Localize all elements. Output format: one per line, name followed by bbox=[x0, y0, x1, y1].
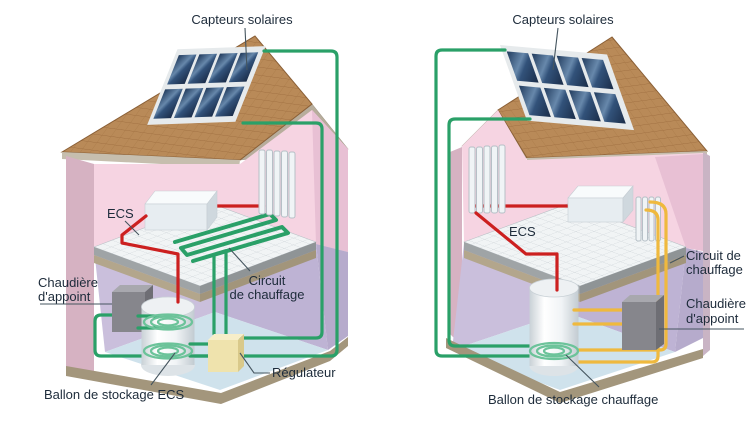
right-ecs-pipe-main bbox=[474, 211, 559, 292]
left-circuit-label-2: de chauffage bbox=[230, 287, 305, 302]
left-ecs-pipe-main bbox=[120, 214, 180, 304]
right-tank-leader bbox=[565, 354, 600, 388]
right-house-labels: Capteurs solaires ECS Circuit de chauffa… bbox=[488, 12, 746, 407]
right-house bbox=[434, 36, 710, 403]
left-underfloor-heating-coil bbox=[173, 212, 290, 263]
right-radiator-small bbox=[635, 196, 661, 242]
right-boiler-label-1: Chaudière bbox=[686, 296, 746, 311]
right-tank-label: Ballon de stockage chauffage bbox=[488, 392, 658, 407]
left-solar-panels bbox=[147, 46, 266, 125]
right-storage-tank bbox=[529, 278, 579, 376]
right-circuit-leader bbox=[669, 255, 685, 264]
left-ecs-label: ECS bbox=[107, 206, 134, 221]
right-solar-label: Capteurs solaires bbox=[512, 12, 614, 27]
left-house bbox=[60, 35, 349, 404]
right-ecs-label: ECS bbox=[509, 224, 536, 239]
left-tank-label: Ballon de stockage ECS bbox=[44, 387, 185, 402]
right-boiler-connectors bbox=[572, 308, 624, 326]
right-tank-coil bbox=[528, 341, 580, 361]
right-boiler-label-2: d'appoint bbox=[686, 311, 739, 326]
left-floor-trim-left bbox=[94, 255, 200, 302]
left-basement-far-wall bbox=[316, 244, 348, 350]
left-cabinet bbox=[144, 190, 218, 231]
left-floor-trim-right bbox=[200, 250, 316, 302]
right-circuit-label-1: Circuit de bbox=[686, 248, 741, 263]
left-tank-leader bbox=[150, 352, 176, 386]
right-exterior-edge bbox=[703, 152, 710, 356]
left-floor-edge-right bbox=[200, 242, 316, 294]
left-regulator bbox=[208, 334, 244, 372]
left-circuit-label-1: Circuit bbox=[249, 273, 286, 288]
left-tank-coils bbox=[142, 313, 194, 360]
left-boiler-label-1: Chaudière bbox=[38, 275, 98, 290]
left-regulator-leader bbox=[239, 352, 270, 374]
left-radiator bbox=[258, 149, 296, 219]
left-ecs-leader bbox=[124, 220, 140, 236]
right-radiator-left bbox=[468, 144, 506, 214]
left-exterior-wall bbox=[66, 156, 94, 380]
left-boiler-label-2: d'appoint bbox=[38, 289, 91, 304]
left-regulator-label: Régulateur bbox=[272, 365, 336, 380]
right-solar-leader bbox=[552, 27, 559, 71]
right-house-base bbox=[446, 338, 703, 403]
left-floor-edge-left bbox=[94, 247, 200, 294]
left-upper-right-wall bbox=[312, 110, 348, 252]
right-solar-loop bbox=[434, 48, 542, 358]
right-circuit-label-2: chauffage bbox=[686, 262, 743, 277]
right-basement-far-wall bbox=[675, 248, 703, 352]
right-upper-right-wall bbox=[655, 154, 703, 251]
right-heating-circuit bbox=[570, 200, 668, 364]
left-house-base bbox=[66, 337, 348, 404]
right-aux-boiler bbox=[622, 295, 664, 350]
left-solar-leader bbox=[244, 27, 248, 71]
left-solar-label: Capteurs solaires bbox=[191, 12, 293, 27]
left-house-labels: Capteurs solaires ECS Chaudière d'appoin… bbox=[38, 12, 336, 402]
right-cabinet bbox=[567, 185, 634, 223]
left-circuit-leader bbox=[228, 247, 251, 272]
left-storage-tank bbox=[141, 296, 195, 376]
right-solar-panels bbox=[499, 45, 635, 131]
